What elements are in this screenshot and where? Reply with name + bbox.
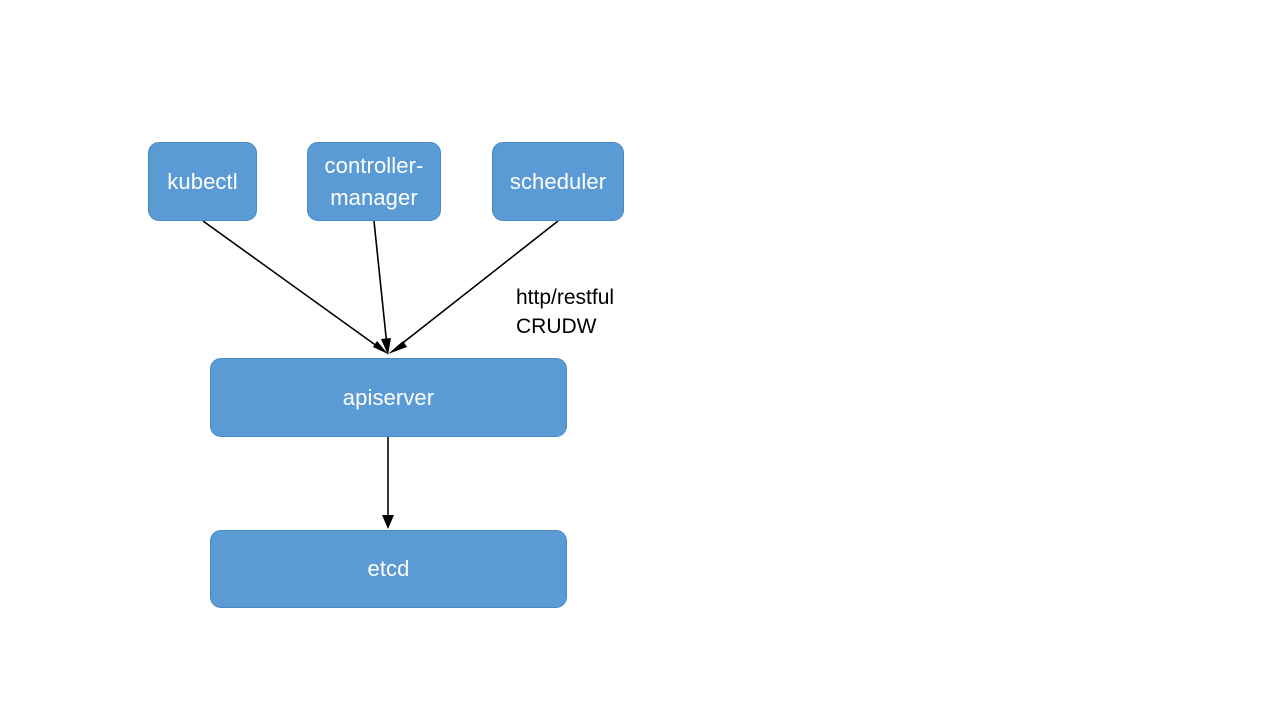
node-scheduler-label: scheduler [509,168,607,194]
node-controller-manager[interactable]: controller- manager [307,142,441,221]
node-scheduler[interactable]: scheduler [492,142,624,221]
node-etcd[interactable]: etcd [210,530,567,608]
node-apiserver-label: apiserver [342,384,435,410]
node-kubectl[interactable]: kubectl [148,142,257,221]
edge-controller-manager-to-apiserver [373,220,391,355]
node-apiserver[interactable]: apiserver [210,358,567,437]
node-etcd-label: etcd [367,556,410,582]
edge-kubectl-to-apiserver [202,220,388,354]
edge-apiserver-to-etcd [382,437,394,529]
edge-label-http-restful-crudw: http/restful CRUDW [516,286,615,338]
node-controller-manager-label: controller- manager [324,153,424,210]
node-kubectl-label: kubectl [167,168,238,194]
